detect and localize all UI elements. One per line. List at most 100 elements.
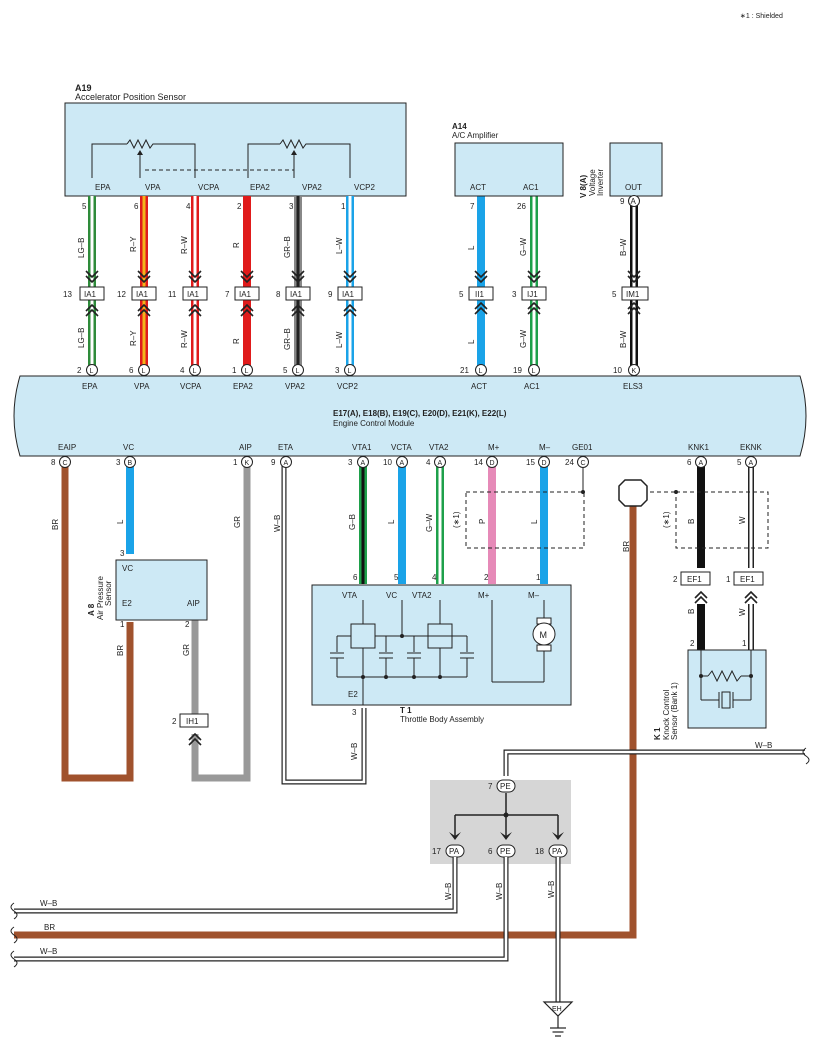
t1-term-vc: VC — [386, 591, 397, 600]
pin-letter: C — [63, 460, 68, 467]
shield-box-2 — [675, 491, 769, 549]
wire-color-label: BR — [116, 645, 125, 656]
ih1-id: IH1 — [186, 717, 199, 726]
ecm-pin-num: 15 — [526, 458, 535, 467]
t1-term-vta: VTA — [342, 591, 358, 600]
junction-row — [79, 286, 649, 301]
ecm-terminal: EPA — [82, 382, 98, 391]
splice-id: PA — [552, 847, 563, 856]
t1-pin: 1 — [536, 573, 541, 582]
throttle-body-assembly — [311, 584, 572, 706]
wire-color-label: L — [387, 519, 396, 524]
wire-color-label: L–W — [335, 331, 344, 348]
wire-color-label: R–Y — [129, 236, 138, 252]
ef1-pin: 1 — [726, 575, 731, 584]
shield-box-1 — [465, 491, 585, 549]
throttle-circuit — [330, 600, 552, 705]
ecm-pin-num: 3 — [348, 458, 353, 467]
a8-term-e2: E2 — [122, 599, 132, 608]
wire-color-label: W — [738, 516, 747, 524]
ground-eh-icon — [542, 1001, 574, 1037]
junction-pin: 9 — [328, 290, 333, 299]
pin-letter: C — [581, 460, 586, 467]
wire-color-label: B–W — [619, 238, 628, 256]
ecm-pin-num: 3 — [335, 366, 340, 375]
a14-name: A/C Amplifier — [452, 131, 499, 140]
ecm-terminal: EPA2 — [233, 382, 253, 391]
t1-pin: 2 — [484, 573, 489, 582]
v8-code: V 8(A) — [579, 175, 588, 198]
a19-term-vpa2: VPA2 — [302, 183, 322, 192]
chevron-icons — [85, 270, 641, 315]
wire-color-label: GR–B — [283, 236, 292, 258]
a14-term-act: ACT — [470, 183, 486, 192]
junction-ef1 — [680, 571, 711, 586]
a19-pin: 6 — [134, 202, 139, 211]
junction-id: IA1 — [290, 290, 303, 299]
pin-connector — [628, 195, 640, 207]
a19-pin: 4 — [186, 202, 191, 211]
pin-letter: L — [532, 368, 536, 375]
wire-color-label: L — [116, 519, 125, 524]
splice-pin: 18 — [535, 847, 544, 856]
splice-pin: 6 — [488, 847, 493, 856]
ecm-top-pins — [86, 364, 640, 376]
ecm-pin-num: 8 — [51, 458, 56, 467]
ecm-pin-num: 4 — [426, 458, 431, 467]
a14-pin: 26 — [517, 202, 526, 211]
ecm-pin-num: 2 — [77, 366, 82, 375]
ecm-terminal: VTA2 — [429, 443, 449, 452]
splice-id: PE — [500, 847, 511, 856]
wire-vta2 — [436, 462, 444, 584]
ecm-terminal: AIP — [239, 443, 252, 452]
k1-name1: Knock Control — [662, 690, 671, 740]
k1-name2: Sensor (Bank 1) — [670, 682, 679, 740]
ecm-bottom-pins — [59, 456, 757, 468]
a8-name2: Sensor — [104, 580, 113, 606]
a14-term-ac1: AC1 — [523, 183, 539, 192]
wire-eknk-low — [748, 604, 754, 650]
wire-color-label: W–B — [40, 899, 57, 908]
v8-pin-conn: A — [631, 197, 637, 206]
wire-color-label: LG–B — [77, 238, 86, 258]
ef1-id: EF1 — [740, 575, 755, 584]
v8-terminal: OUT — [625, 183, 642, 192]
k1-pin: 1 — [742, 639, 747, 648]
wire-color-label: LG–B — [77, 328, 86, 348]
wire-color-label: G–W — [519, 329, 528, 348]
wire-eaip — [61, 462, 134, 782]
wire-color-label: G–B — [348, 514, 357, 530]
wire-color-label: BR — [44, 923, 55, 932]
ecm-pin-num: 1 — [233, 458, 238, 467]
wire-color-label: L — [467, 339, 476, 344]
pin-letter: K — [632, 368, 637, 375]
a8-term-vc: VC — [122, 564, 133, 573]
a19-pin: 3 — [289, 202, 294, 211]
wire-color-label: GR–B — [283, 328, 292, 350]
wire-color-label: BR — [622, 541, 631, 552]
junction-pin: 11 — [168, 290, 177, 299]
wire-color-label: P — [478, 519, 487, 524]
splice-id: PA — [449, 847, 460, 856]
ecm-terminal: ELS3 — [623, 382, 643, 391]
a8-pin: 1 — [120, 620, 125, 629]
ecm-pin-num: 24 — [565, 458, 574, 467]
chevron-ih1-icon — [188, 732, 202, 746]
a19-name: Accelerator Position Sensor — [75, 92, 186, 102]
wire-knk1 — [697, 462, 705, 568]
wire-color-label: GR — [233, 516, 242, 528]
pin-letter: D — [490, 460, 495, 467]
ground-splice — [449, 793, 564, 840]
wire-break-icon — [802, 747, 810, 765]
ecm-pin-num: 10 — [383, 458, 392, 467]
wire-aip — [191, 462, 251, 782]
ecm-terminal: VPA — [134, 382, 150, 391]
junction-id: II1 — [475, 290, 484, 299]
junction-id: IA1 — [239, 290, 252, 299]
ecm-terminal: M– — [539, 443, 551, 452]
pin-letter: A — [400, 460, 405, 467]
t1-term-e2: E2 — [348, 690, 358, 699]
wire-color-label: W–B — [444, 883, 453, 900]
wire-color-label: W–B — [495, 883, 504, 900]
shield-mark: (∗1) — [662, 511, 671, 528]
